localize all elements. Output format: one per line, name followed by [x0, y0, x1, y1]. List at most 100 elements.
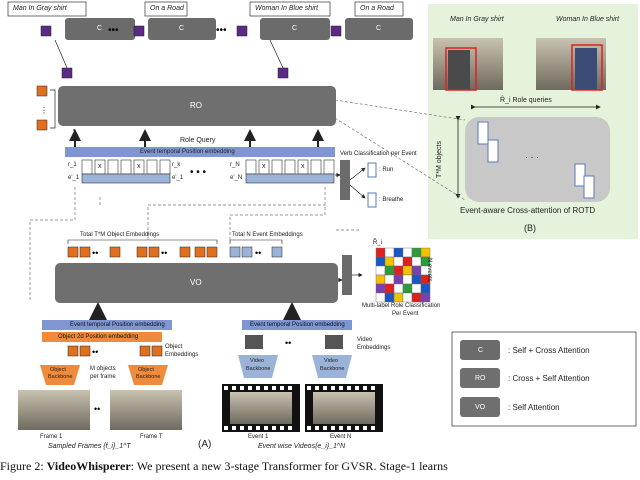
grid-cell	[420, 283, 431, 294]
c-block-3	[260, 18, 330, 40]
n-events-label: N events	[426, 258, 432, 282]
video-backbone-1-label-1: Video	[250, 358, 264, 364]
connector	[54, 39, 68, 69]
object-embedding-row	[67, 246, 218, 258]
object-token	[79, 345, 91, 357]
grid-cell	[411, 265, 422, 276]
video-backbone-2-label-1: Video	[324, 358, 338, 364]
frame-1-image	[18, 390, 90, 430]
man-bbox	[445, 47, 477, 91]
grid-cell	[411, 256, 422, 267]
label-box-road-1	[144, 1, 188, 17]
c-block-4	[345, 18, 413, 40]
x-mark-2: x	[137, 163, 141, 170]
c-label-1: C	[97, 25, 103, 32]
r1-label: r_1	[68, 162, 77, 168]
caption-rest: : We present a new 3-stage Transformer f…	[130, 459, 448, 473]
film-perforations	[224, 386, 375, 430]
grid-cell	[411, 274, 422, 285]
grid-cell	[393, 292, 404, 303]
stack-bracket	[50, 89, 56, 129]
event-videos-label: Event wise Videos{e_i}_1^N	[258, 443, 346, 450]
grid-cell	[411, 247, 422, 258]
event-pos-top-label: Event temporal Position embedding	[140, 149, 235, 155]
object-backbone-2	[128, 365, 168, 385]
grid-cell	[375, 247, 386, 258]
grid-cell	[384, 247, 395, 258]
grid-cell	[420, 247, 431, 258]
video-backbone-2	[312, 355, 352, 378]
man-figure	[448, 50, 470, 90]
c-ellipsis-2: •••	[216, 25, 227, 36]
tm-objects-label: T*M objects	[436, 141, 443, 178]
c-block-group	[65, 18, 413, 40]
grid-cell	[402, 256, 413, 267]
object-token	[139, 345, 151, 357]
rN-label: r_N	[230, 162, 240, 168]
grid-cell	[375, 265, 386, 276]
verb-box-breathe	[367, 192, 377, 208]
c-ellipsis-1: •••	[108, 25, 119, 36]
grid-cell	[375, 283, 386, 294]
grid-cell	[384, 256, 395, 267]
grid-cell	[411, 292, 422, 303]
dots: ••	[92, 347, 98, 357]
e1-label-right: e'_1	[172, 175, 184, 181]
legend-c-swatch	[460, 340, 500, 360]
event-pos-left-label: Event temporal Position embedding	[70, 322, 165, 328]
frame-ellipsis: ••	[94, 404, 100, 414]
video-backbone-2-label-2: Backbone	[320, 366, 345, 372]
x-mark-4: x	[301, 163, 305, 170]
legend-vo-desc: : Self Attention	[508, 403, 560, 412]
frame-t-label: Frame T	[140, 434, 163, 440]
multilabel-label: Multi-label Role Classification	[362, 303, 441, 309]
legend-vo-swatch	[460, 397, 500, 417]
object-token	[36, 85, 48, 97]
stack-dots: ⋮	[40, 106, 48, 115]
grid-cell	[384, 292, 395, 303]
role-classification-grid	[375, 247, 431, 303]
video-embeddings-label-2: Embeddings	[357, 345, 391, 351]
ro-to-rotd-link-2	[334, 117, 466, 201]
event-embedding-row	[229, 246, 283, 258]
object-backbone-1-label-1: Object	[50, 367, 66, 373]
caption-prefix: Figure 2:	[0, 459, 47, 473]
role-token	[133, 25, 145, 37]
event-pos-embedding-top	[65, 147, 335, 157]
role-token	[236, 25, 248, 37]
total-obj-embeddings-label: Total T*M Object Embeddings	[80, 232, 160, 238]
c-label-3: C	[292, 25, 298, 32]
inset-man-label: Man In Gray shirt	[450, 16, 504, 23]
c-label-4: C	[376, 25, 382, 32]
x-mark-1: x	[98, 163, 102, 170]
rotd-slot-2	[487, 139, 499, 163]
grid-cell	[402, 247, 413, 258]
event-pos-right-label: Event temporal Position embedding	[250, 322, 345, 328]
grid-cell	[384, 283, 395, 294]
mlp-bottom	[342, 255, 352, 295]
m-objects-label-1: M objects	[90, 366, 116, 372]
evt-bracket	[229, 239, 283, 244]
label-on-road-1: On a Road	[150, 5, 184, 12]
grid-cell	[411, 283, 422, 294]
video-embedding-n	[325, 335, 343, 349]
video-backbone-1	[238, 355, 278, 378]
grid-cell	[384, 265, 395, 276]
e1-label: e'_1	[68, 175, 80, 181]
role-query-label: Role Query	[180, 137, 216, 144]
event-pos-embedding-right	[242, 320, 352, 330]
role-token	[330, 25, 342, 37]
rotd-caption: Event-aware Cross-attention of ROTD	[460, 206, 596, 215]
ro-block	[58, 86, 336, 126]
role-token	[277, 67, 289, 79]
event-pos-embedding-left	[42, 320, 172, 330]
role-token	[40, 25, 52, 37]
legend-c-desc: : Self + Cross Attention	[508, 346, 590, 355]
grid-cell	[384, 274, 395, 285]
sampled-frames-label: Sampled Frames {f_i}_1^T	[48, 443, 131, 450]
grid-cell	[393, 283, 404, 294]
query-ellipsis: • • •	[190, 167, 207, 178]
event-1-label: Event 1	[248, 434, 269, 440]
object-backbone-2-label-1: Object	[138, 367, 154, 373]
object-embeddings-label-2: Embeddings	[165, 352, 199, 358]
